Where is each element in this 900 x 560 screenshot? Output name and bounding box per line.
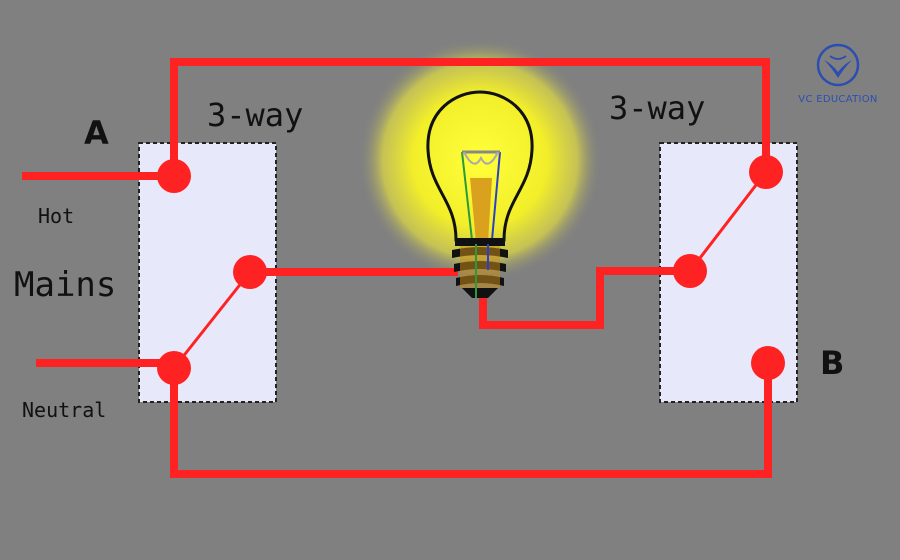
- switch-a-terminal-top: [157, 159, 191, 193]
- switch-b-terminal-bottom: [751, 346, 785, 380]
- switch-b-terminal-common: [673, 254, 707, 288]
- wire-traveler-bottom: [170, 363, 772, 478]
- switch-a-lever: [172, 271, 252, 369]
- light-bulb-icon: [426, 90, 534, 298]
- switch-a-terminal-bottom: [157, 351, 191, 385]
- switch-b-type-label: 3-way: [609, 89, 706, 127]
- switch-a-label: A: [84, 114, 109, 152]
- switch-b-lever: [688, 171, 768, 272]
- logo-text: VC EDUCATION: [798, 94, 878, 105]
- wire-traveler-top: [170, 58, 770, 176]
- hot-label: Hot: [38, 204, 75, 228]
- switch-b-terminal-top: [749, 155, 783, 189]
- wire-bulb-to-switch-b: [479, 267, 690, 329]
- logo-emblem-icon: [816, 43, 860, 87]
- neutral-label: Neutral: [22, 398, 107, 422]
- vc-education-logo: VC EDUCATION: [790, 42, 886, 105]
- switch-a-type-label: 3-way: [207, 96, 304, 134]
- wires: [22, 58, 772, 478]
- mains-label: Mains: [14, 265, 117, 305]
- switch-b-label: B: [820, 344, 845, 382]
- switch-a-terminal-common: [233, 255, 267, 289]
